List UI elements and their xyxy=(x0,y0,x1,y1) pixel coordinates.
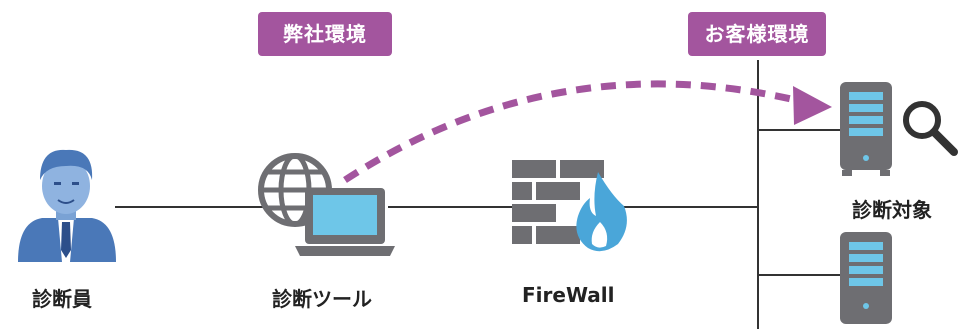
target-label: 診断対象 xyxy=(852,198,932,222)
server-icon xyxy=(840,232,892,324)
diagnostician-label: 診断員 xyxy=(32,287,92,311)
flame-icon xyxy=(576,172,627,252)
firewall-label: FireWall xyxy=(522,283,615,307)
customer-environment-badge: お客様環境 xyxy=(688,12,826,56)
magnifier-icon xyxy=(903,101,958,156)
scan-arrowhead xyxy=(793,86,832,125)
firewall-icon xyxy=(512,160,627,252)
laptop-icon xyxy=(295,188,395,256)
diagnostic-tool-label: 診断ツール xyxy=(272,287,372,311)
person-icon xyxy=(18,149,116,262)
target-server-icon xyxy=(840,82,892,176)
company-environment-badge: 弊社環境 xyxy=(258,12,392,56)
